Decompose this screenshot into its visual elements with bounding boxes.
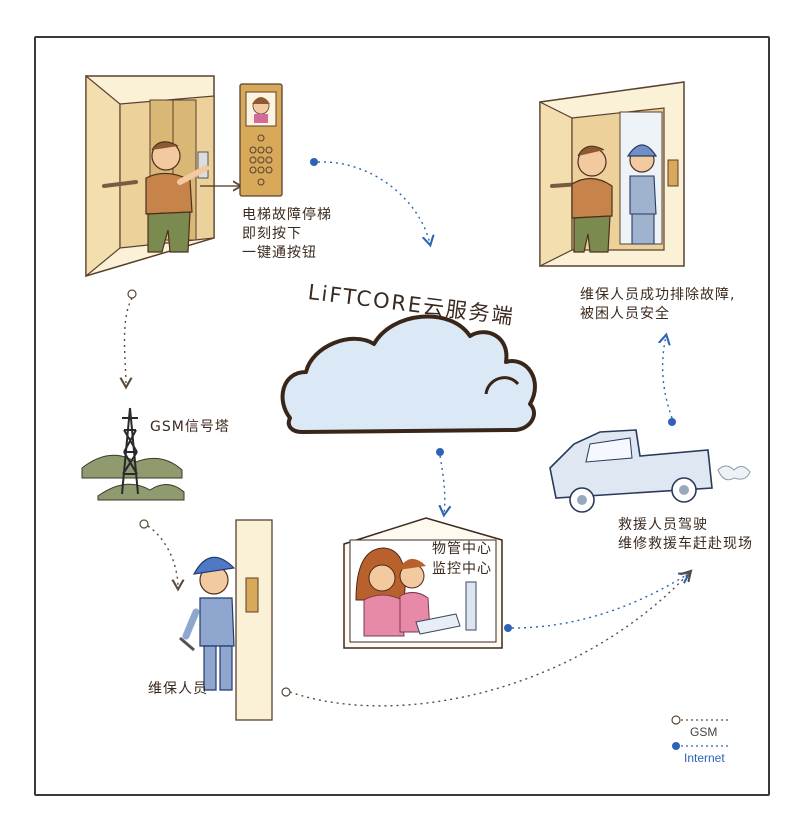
gsm-tower-icon: [81, 407, 185, 501]
connector-elevator-to-cloud: [310, 158, 430, 244]
legend-internet-label: Internet: [684, 751, 725, 765]
label-fault-cleared: 维保人员成功排除故障, 被困人员安全: [580, 287, 736, 322]
diagram-frame: [34, 36, 770, 796]
connector-center-to-truck: [504, 574, 688, 632]
monitoring-center-icon: [343, 517, 503, 649]
connector-truck-to-fixed: [663, 336, 676, 426]
label-gsm-tower: GSM信号塔: [150, 419, 230, 435]
fixed-elevator-icon: [539, 81, 685, 267]
label-property-center: 物管中心: [432, 541, 492, 557]
connector-cloud-to-center: [436, 448, 445, 514]
connector-elevator-to-tower: [125, 289, 137, 386]
label-maintenance-person: 维保人员: [148, 681, 208, 697]
legend-internet-marker: [672, 742, 680, 750]
elevator-scene-icon: [85, 74, 240, 278]
rescue-truck-icon: [549, 429, 751, 513]
label-rescue-drive: 救援人员驾驶 维修救援车赶赴现场: [618, 517, 753, 552]
connector-tower-to-worker: [139, 519, 178, 588]
legend: [671, 715, 730, 750]
maintenance-worker-icon: [179, 519, 273, 721]
cloud-icon: [280, 314, 537, 434]
label-monitoring-center: 监控中心: [432, 561, 492, 577]
connector-worker-to-truck: [281, 572, 690, 707]
legend-gsm-marker: [671, 715, 681, 725]
label-elevator-fault: 电梯故障停梯 即刻按下 一键通按钮: [242, 207, 332, 261]
call-panel-icon: [239, 83, 283, 197]
legend-gsm-label: GSM: [690, 725, 718, 739]
